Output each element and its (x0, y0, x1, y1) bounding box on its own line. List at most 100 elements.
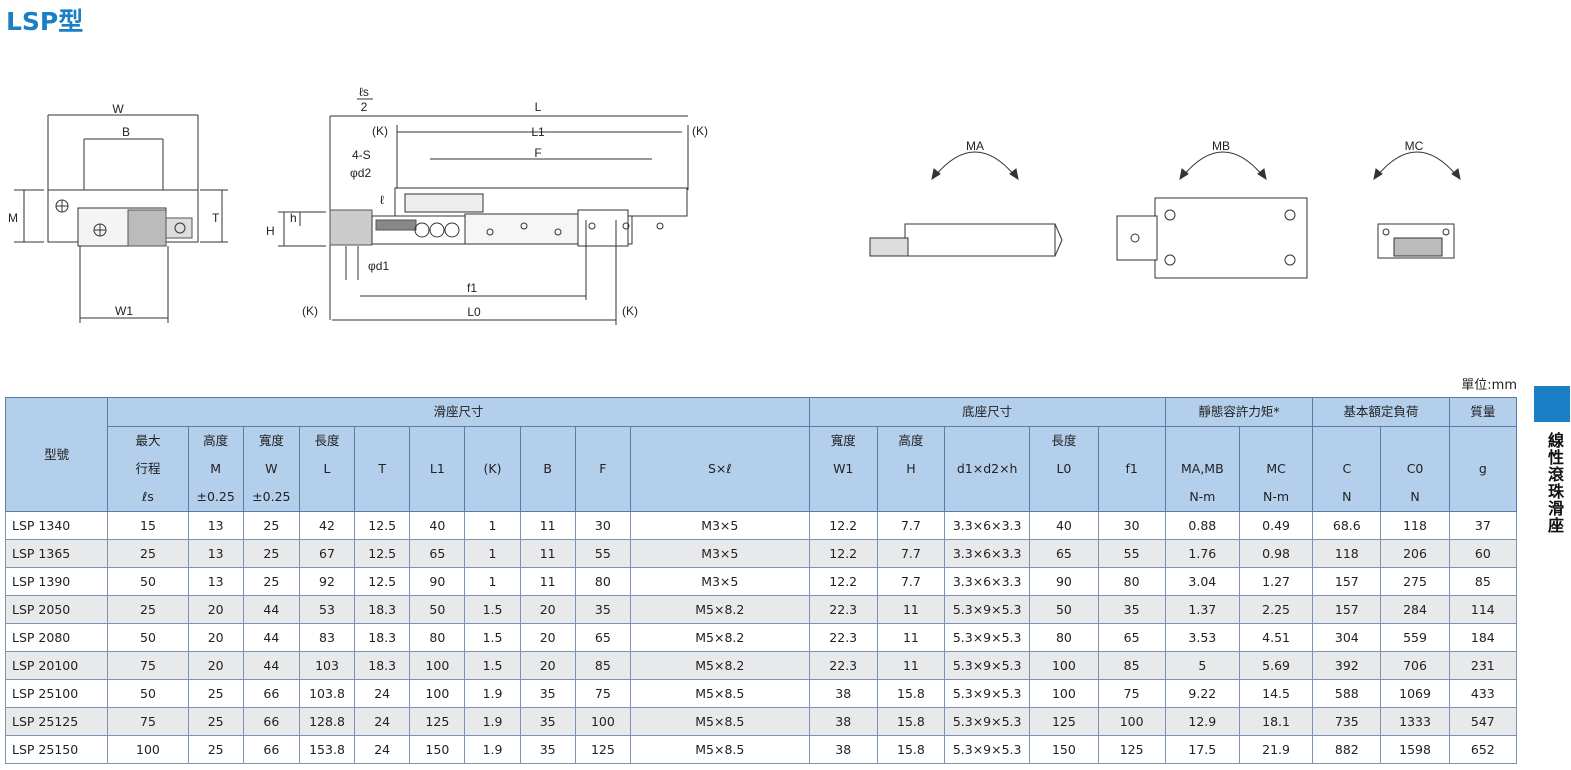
table-cell: 114 (1448, 595, 1518, 624)
table-cell: 3.3×6×3.3 (944, 511, 1031, 540)
table-cell: 5.69 (1238, 651, 1314, 680)
table-cell: 66 (242, 679, 300, 708)
dim-d2: φd2 (350, 166, 371, 180)
header-line: F (599, 461, 607, 476)
model-cell: LSP 1390 (4, 567, 109, 596)
header-line (1099, 427, 1165, 455)
table-cell: 103.8 (298, 679, 356, 708)
model-cell: LSP 2050 (4, 595, 109, 624)
table-cell: 1.5 (464, 623, 521, 652)
header-line (1381, 427, 1448, 455)
table-cell: 284 (1380, 595, 1450, 624)
dim-K-bottom-left: (K) (302, 304, 318, 318)
table-cell: 4.51 (1238, 623, 1314, 652)
table-cell: 125 (1029, 707, 1099, 736)
moment-MC-label: MC (1405, 139, 1424, 153)
header-line (1030, 483, 1097, 511)
dim-K-top-right: (K) (692, 124, 708, 138)
table-cell: 5.3×9×5.3 (944, 735, 1031, 764)
table-cell: 25 (107, 595, 189, 624)
table-cell: 1598 (1380, 735, 1450, 764)
sub-header: f1 (1097, 426, 1166, 512)
table-cell: 100 (1029, 679, 1099, 708)
table-cell: M5×8.5 (629, 679, 810, 708)
table-cell: 25 (187, 679, 244, 708)
table-cell: 42 (298, 511, 356, 540)
table-cell: 3.3×6×3.3 (944, 539, 1031, 568)
table-cell: 38 (808, 707, 878, 736)
table-cell: 50 (107, 623, 189, 652)
front-view: W B M T W1 (8, 102, 228, 323)
table-cell: 304 (1312, 623, 1382, 652)
dim-M: M (8, 211, 18, 225)
table-cell: M3×5 (629, 567, 810, 596)
header-line: (K) (483, 461, 502, 476)
table-cell: 100 (1029, 651, 1099, 680)
table-cell: 90 (409, 567, 466, 596)
table-cell: 5.3×9×5.3 (944, 707, 1031, 736)
table-cell: 150 (1029, 735, 1099, 764)
header-line: 最大 (135, 433, 161, 448)
table-cell: 24 (354, 707, 411, 736)
table-cell: 75 (574, 679, 631, 708)
table-cell: 2.25 (1238, 595, 1314, 624)
header-line (521, 427, 575, 455)
unit-label: 單位:mm (1461, 378, 1517, 393)
moment-a-diagram: MA (869, 139, 1063, 257)
table-cell: 66 (242, 735, 300, 764)
header-line (631, 427, 809, 455)
header-line: N-m (1189, 489, 1216, 504)
table-cell: 35 (519, 707, 576, 736)
header-line: MA,MB (1181, 461, 1224, 476)
table-cell: 30 (1097, 511, 1166, 540)
table-cell: 1.5 (464, 595, 521, 624)
table-cell: M3×5 (629, 511, 810, 540)
header-line: 高度 (203, 433, 229, 448)
table-cell: 50 (409, 595, 466, 624)
table-cell: 1.9 (464, 735, 521, 764)
table-cell: 85 (574, 651, 631, 680)
table-cell: 1333 (1380, 707, 1450, 736)
table-cell: 100 (409, 651, 466, 680)
table-cell: 55 (1097, 539, 1166, 568)
table-cell: 11 (519, 511, 576, 540)
table-cell: 12.2 (808, 511, 878, 540)
header-line (465, 483, 519, 511)
dim-d1: φd1 (368, 259, 389, 273)
header-line (1240, 427, 1312, 455)
header-line (810, 483, 877, 511)
table-cell: 40 (409, 511, 466, 540)
table-cell: 22.3 (808, 595, 878, 624)
table-cell: 735 (1312, 707, 1382, 736)
table-cell: 20 (519, 651, 576, 680)
table-cell: 7.7 (876, 567, 946, 596)
table-cell: 1.27 (1238, 567, 1314, 596)
dim-ls: ℓs (359, 85, 369, 99)
table-cell: 7.7 (876, 539, 946, 568)
table-cell: 157 (1312, 595, 1382, 624)
table-cell: 100 (574, 707, 631, 736)
table-cell: 0.98 (1238, 539, 1314, 568)
table-cell: 153.8 (298, 735, 356, 764)
header-line: L (323, 461, 331, 476)
table-cell: 17.5 (1164, 735, 1240, 764)
table-cell: M5×8.5 (629, 707, 810, 736)
table-cell: 25 (242, 539, 300, 568)
table-cell: 20 (187, 651, 244, 680)
table-cell: 1 (464, 567, 521, 596)
table-cell: 14.5 (1238, 679, 1314, 708)
sub-header: d1×d2×h (944, 426, 1031, 512)
header-line: S×ℓ (707, 461, 732, 476)
header-line (410, 427, 464, 455)
dim-F: F (534, 146, 541, 160)
header-line: N (1342, 489, 1352, 504)
table-cell: 103 (298, 651, 356, 680)
table-cell: 80 (574, 567, 631, 596)
table-cell: 24 (354, 679, 411, 708)
